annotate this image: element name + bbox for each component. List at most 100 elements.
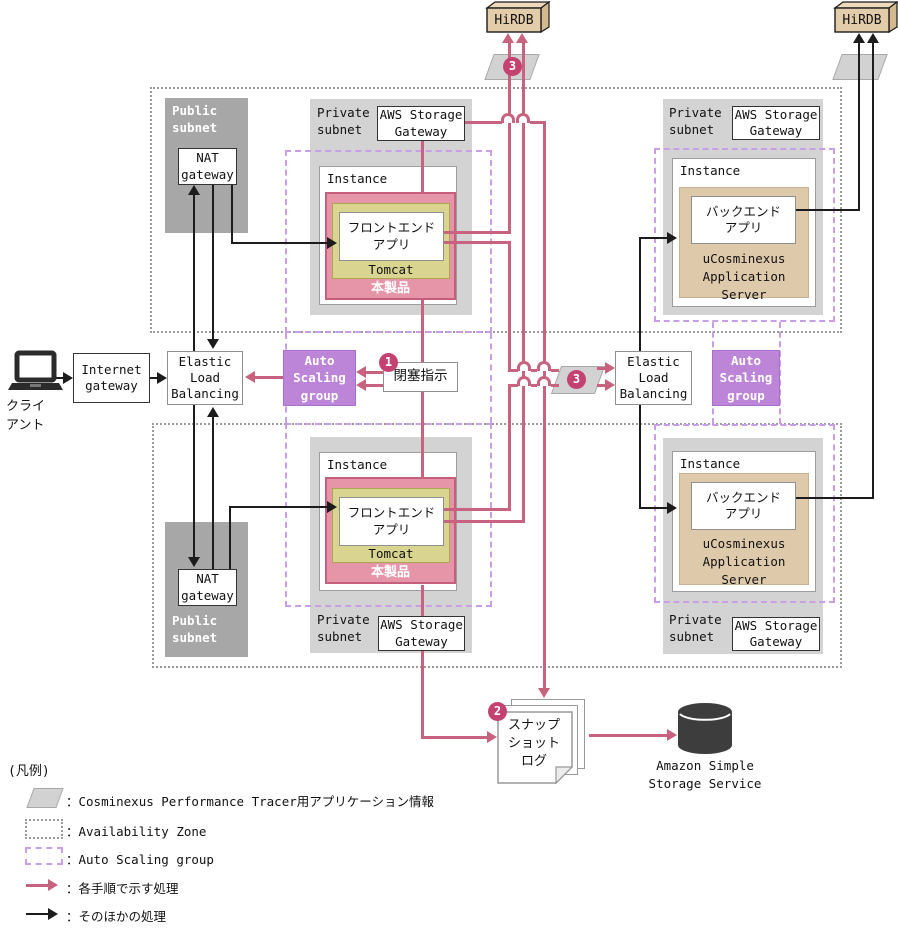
flow-line bbox=[597, 384, 605, 387]
line-hop bbox=[517, 361, 531, 371]
s3-label: Amazon Simple Storage Service bbox=[648, 758, 762, 792]
line-hop bbox=[517, 376, 531, 386]
line-hop bbox=[537, 361, 551, 371]
auto-scaling-group-right: Auto Scaling group bbox=[712, 350, 780, 406]
line-hop bbox=[501, 113, 515, 123]
private-subnet-lower-right-label: Private subnet bbox=[669, 612, 722, 644]
elastic-load-balancing-left: Elastic Load Balancing bbox=[167, 351, 243, 405]
tomcat-label: Tomcat bbox=[368, 262, 414, 277]
private-subnet-upper-right-label: Private subnet bbox=[669, 105, 722, 137]
public-subnet-upper-label: Public subnet bbox=[172, 103, 218, 135]
step-badge-2: 2 bbox=[488, 702, 507, 721]
private-subnet-upper-left-label: Private subnet bbox=[317, 105, 370, 137]
app-server-label-upper: uCosminexus Application Server bbox=[702, 251, 786, 303]
step-badge-3-middle: 3 bbox=[567, 370, 586, 389]
flow-line bbox=[508, 43, 511, 233]
instance-label: Instance bbox=[680, 456, 741, 471]
other-line bbox=[229, 508, 231, 569]
other-line bbox=[193, 195, 195, 351]
asg-dashed-right-lower bbox=[654, 424, 835, 603]
asg-dashed-right-upper bbox=[654, 148, 835, 322]
legend-item-label: ：各手順で示す処理 bbox=[66, 881, 179, 896]
arrowhead bbox=[356, 379, 366, 391]
step-badge-1: 1 bbox=[379, 353, 398, 372]
instance-label: Instance bbox=[327, 171, 388, 186]
flow-line bbox=[551, 384, 559, 387]
hirdb-label: HiRDB bbox=[842, 12, 882, 28]
client-label: クライアント bbox=[6, 399, 46, 433]
instance-label: Instance bbox=[327, 457, 388, 472]
client-laptop-icon bbox=[8, 350, 63, 390]
asg-dashed-left-lower bbox=[285, 423, 492, 607]
hirdb-box-left: HiRDB bbox=[485, 0, 551, 34]
aws-storage-gateway-lower-right: AWS Storage Gateway bbox=[732, 617, 820, 651]
product-label: 本製品 bbox=[370, 281, 410, 296]
legend-availability-zone-icon bbox=[25, 819, 63, 839]
auto-scaling-group-left: Auto Scaling group bbox=[283, 350, 356, 406]
backend-app-upper: バックエンドアプリ bbox=[691, 196, 796, 244]
other-line bbox=[193, 405, 195, 557]
app-server-label-lower: uCosminexus Application Server bbox=[702, 536, 786, 588]
private-subnet-lower-left-label: Private subnet bbox=[317, 612, 370, 644]
flow-line bbox=[508, 384, 518, 387]
other-line bbox=[231, 242, 327, 244]
flow-line bbox=[421, 585, 424, 738]
hirdb-box-right: HiRDB bbox=[833, 0, 898, 34]
legend-item-label: ：そのほかの処理 bbox=[66, 909, 167, 924]
arrowhead bbox=[188, 185, 200, 195]
public-subnet-lower-label: Public subnet bbox=[172, 613, 218, 645]
flow-line bbox=[508, 369, 518, 372]
arrowhead bbox=[538, 688, 550, 698]
other-line bbox=[56, 377, 66, 379]
legend-black-arrow bbox=[26, 913, 50, 915]
flow-line bbox=[530, 121, 546, 124]
s3-cylinder-icon bbox=[678, 703, 732, 754]
elastic-load-balancing-right: Elastic Load Balancing bbox=[615, 351, 692, 405]
arrowhead bbox=[63, 372, 73, 384]
arrowhead bbox=[48, 879, 58, 891]
asg-connector bbox=[779, 322, 781, 424]
other-line bbox=[212, 185, 214, 339]
other-line bbox=[796, 497, 874, 499]
arrowhead bbox=[207, 339, 219, 349]
legend-parallelogram-icon bbox=[26, 788, 64, 808]
arrowhead bbox=[188, 557, 200, 567]
flow-line bbox=[366, 384, 383, 387]
other-line bbox=[229, 506, 327, 508]
line-hop bbox=[537, 376, 551, 386]
flow-line bbox=[366, 371, 383, 374]
other-line bbox=[639, 238, 641, 351]
aws-storage-gateway-lower-left: AWS Storage Gateway bbox=[378, 616, 465, 651]
hirdb-label: HiRDB bbox=[494, 12, 534, 28]
other-line bbox=[639, 237, 667, 239]
legend-item-label: ：Cosminexus Performance Tracer用アプリケーション情… bbox=[66, 794, 434, 809]
arrowhead bbox=[157, 372, 167, 384]
arrowhead bbox=[245, 371, 255, 383]
flow-line bbox=[597, 367, 605, 370]
arrowhead bbox=[667, 729, 677, 741]
legend-item-label: ：Auto Scaling group bbox=[66, 852, 214, 867]
tomcat-label: Tomcat bbox=[368, 546, 414, 561]
arrowhead bbox=[502, 33, 514, 43]
flow-line bbox=[444, 508, 511, 511]
flow-line bbox=[551, 369, 559, 372]
flow-line bbox=[421, 141, 424, 193]
other-line bbox=[796, 209, 860, 211]
aws-storage-gateway-upper-left: AWS Storage Gateway bbox=[377, 106, 465, 141]
arrowhead bbox=[605, 379, 615, 391]
other-line bbox=[639, 405, 641, 508]
legend-item-label: ：Availability Zone bbox=[66, 824, 207, 839]
arrowhead bbox=[867, 33, 879, 43]
step-badge-3-top: 3 bbox=[503, 57, 522, 76]
arrowhead bbox=[48, 908, 58, 920]
arrowhead bbox=[487, 731, 497, 743]
arrowhead bbox=[327, 501, 337, 513]
line-hop bbox=[516, 113, 530, 123]
backend-app-lower: バックエンドアプリ bbox=[691, 482, 796, 530]
flow-line bbox=[444, 520, 524, 523]
flow-line bbox=[522, 43, 525, 523]
flow-line bbox=[421, 736, 487, 739]
arrowhead bbox=[605, 362, 615, 374]
arrowhead bbox=[356, 366, 366, 378]
legend-pink-arrow bbox=[26, 884, 50, 887]
